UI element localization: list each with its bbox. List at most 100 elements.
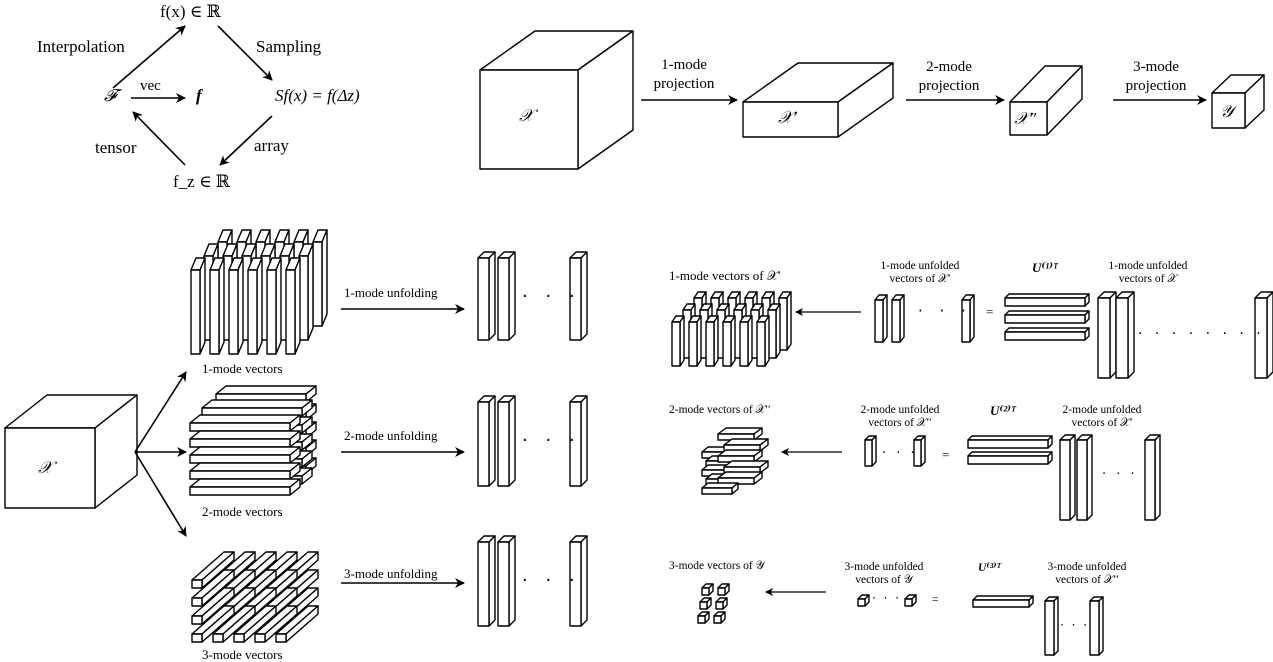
row1-unfolded-label: 1-mode unfolded vectors of 𝒳′ (880, 260, 960, 285)
row3-result-cube-front (715, 601, 724, 610)
proj1-label: 1-mode projection (653, 57, 715, 92)
mode1-bar-side (237, 257, 244, 355)
unf3-dots: · · · (522, 570, 581, 591)
vec1-label: 1-mode vectors (202, 361, 283, 376)
mode2-bar-front (189, 438, 291, 448)
mode1-bar-front (190, 269, 201, 355)
cube3-label: 𝒳′′ (1014, 109, 1037, 128)
mode2-bar-top (189, 414, 301, 424)
node-center: f (196, 86, 202, 105)
row3-U-front (972, 599, 1030, 608)
node-top: f(x) ∈ ℝ (160, 2, 221, 21)
unf3-col-a-front (477, 541, 490, 627)
mode3-bar-front (212, 633, 224, 643)
unf1-dots: · · · (522, 286, 581, 307)
mode3-bar-front (254, 633, 266, 643)
row1-dots: · · · (918, 302, 972, 320)
row3-unf-n-front (904, 598, 913, 607)
mode1-bar-front (247, 269, 258, 355)
arrow-tensor (132, 111, 186, 166)
mode1-bar-side (321, 229, 328, 327)
row1-unf-a-front (874, 299, 884, 343)
row1-U-b-front (1004, 314, 1086, 324)
unf2-col-b-front (497, 401, 510, 487)
arrow-fan-1 (134, 371, 187, 453)
node-bottom: f_z ∈ ℝ (173, 172, 230, 191)
mode2-bar-front (189, 454, 291, 464)
row2-result-label: 2-mode vectors of 𝒳′′ (669, 404, 771, 416)
mode2-bar-top (189, 462, 301, 472)
unf2-col-b-side (508, 395, 516, 487)
mode3-bar-front (191, 597, 203, 607)
mode2-bar-top (201, 399, 313, 409)
edge-label-array: array (254, 136, 289, 155)
row1-result-bar-front (671, 321, 681, 367)
row2-src-b-front (1076, 439, 1088, 521)
row3-src-n-front (1089, 600, 1100, 656)
row2-U-a-front (967, 439, 1049, 449)
row2-unf-b-front (913, 439, 922, 467)
row3-U-label: U⁽³⁾ᵀ (978, 562, 1001, 574)
row1-src-b-side (1127, 291, 1135, 379)
mode3-bar-front (233, 633, 245, 643)
row1-long-dots: · · · · · · · · (1138, 326, 1265, 342)
mode3-bar-front (275, 633, 287, 643)
mode2-bar-front (201, 407, 303, 417)
row2-U-b-front (967, 455, 1049, 465)
row2-src-n-front (1144, 439, 1156, 521)
mode2-bar-top (189, 478, 301, 488)
row1-result-bar-front (705, 321, 715, 367)
row1-U-label: U⁽¹⁾ᵀ (1032, 260, 1058, 275)
row1-src-n-side (1266, 291, 1273, 379)
unf2-dots: · · · (522, 430, 581, 451)
row3-lower-dots: · · · (1060, 618, 1090, 632)
mode1-bar-front (209, 269, 220, 355)
row3-result-label: 3-mode vectors of 𝒴 (669, 560, 765, 572)
cube3-front (1009, 101, 1048, 136)
mode3-bar-front (191, 615, 203, 625)
cube4-label: 𝒴 (1220, 102, 1234, 121)
mode2-bar-front (189, 486, 291, 496)
row1-result-bar-front (722, 321, 732, 367)
row3-equals: = (932, 594, 939, 606)
row3-unfolded-label: 3-mode unfolded vectors of 𝒴 (844, 561, 924, 586)
row1-src-a-front (1097, 297, 1111, 379)
arrow-fan-3 (134, 451, 187, 537)
cube1-front (479, 69, 579, 170)
unf3-col-n-front (569, 541, 582, 627)
unf1-col-a-front (477, 257, 490, 341)
row2-unf-a-front (864, 439, 873, 467)
mode1-bar-front (228, 269, 239, 355)
edge-label-interpolation: Interpolation (37, 37, 125, 56)
row2-src-b-side (1086, 434, 1093, 521)
mode1-bar-side (275, 257, 282, 355)
node-left: 𝓕 (104, 86, 117, 105)
vec3-label: 3-mode vectors (202, 647, 283, 662)
mode1-bar-side (218, 257, 225, 355)
arrow-sampling (217, 25, 273, 81)
unf1-col-b-side (508, 251, 516, 341)
row3-result-cube-front (697, 615, 706, 624)
row1-result-bar-front (688, 321, 698, 367)
mode1-bar-side (307, 243, 314, 341)
mode3-bar-front (191, 579, 203, 589)
proj2-label: 2-mode projection (918, 59, 980, 94)
row1-U-a-front (1004, 297, 1086, 307)
row1-result-bar-front (739, 321, 749, 367)
row3-result-cube-front (717, 587, 726, 596)
row2-lower-dots: · · · (1102, 467, 1138, 482)
unf2-col-a-side (488, 395, 496, 487)
row1-equals: = (986, 304, 994, 319)
row3-result-cube-front (699, 601, 708, 610)
unf3-label: 3-mode unfolding (344, 566, 438, 581)
row2-src-a-front (1059, 439, 1071, 521)
unf2-col-n-front (569, 401, 582, 487)
unf3-col-b-front (497, 541, 510, 627)
unf1-col-n-front (569, 257, 582, 341)
unf1-col-n-side (580, 251, 588, 341)
row1-U-c-front (1004, 331, 1086, 341)
row1-source-label: 1-mode unfolded vectors of 𝒳 (1108, 260, 1188, 285)
cube2-front (742, 101, 839, 138)
cube1-label: 𝒳 (519, 106, 534, 125)
